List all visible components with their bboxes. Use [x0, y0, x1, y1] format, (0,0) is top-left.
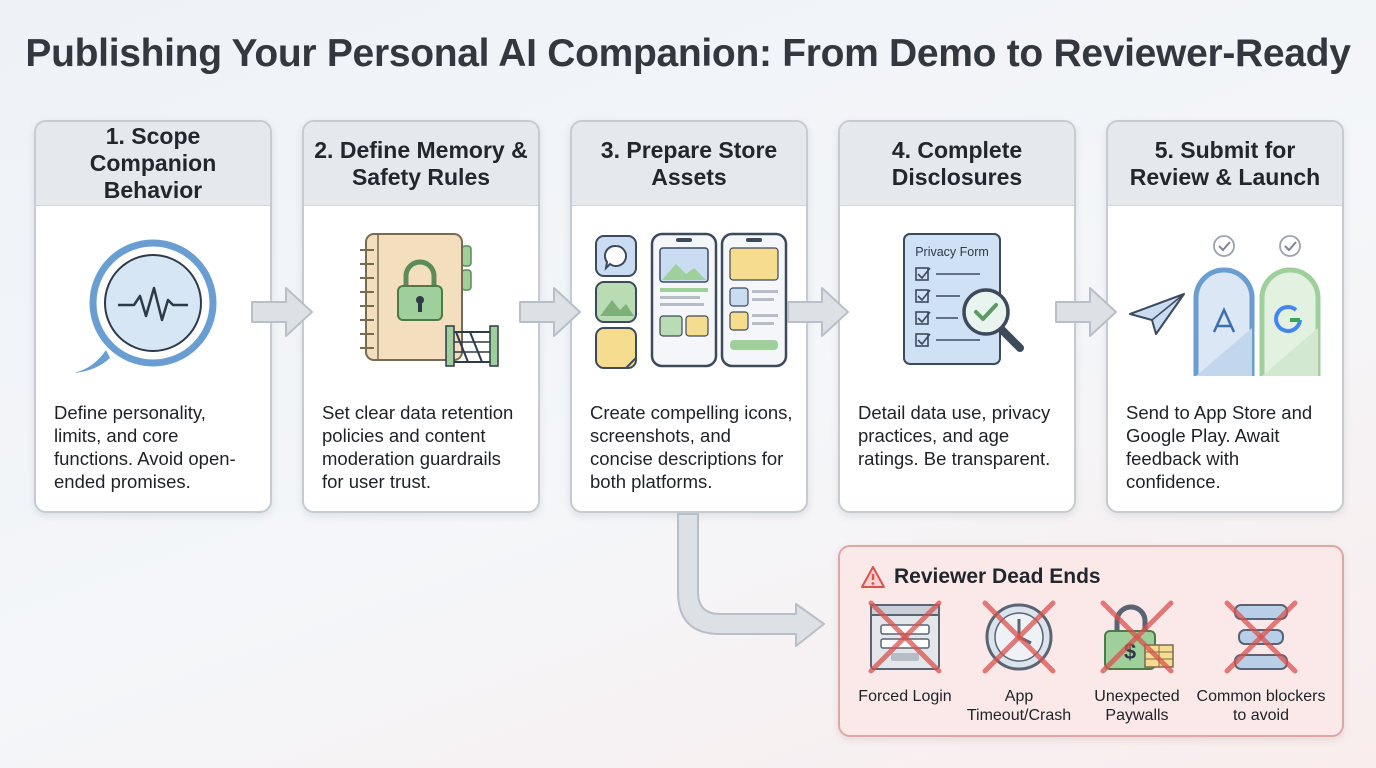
dead-end-label: Forced Login [858, 688, 952, 705]
page-title: Publishing Your Personal AI Companion: F… [25, 32, 1351, 75]
step-description: Detail data use, privacy practices, and … [858, 402, 1051, 469]
dead-end-label: Common blockers to avoid [1196, 688, 1326, 724]
step-card-submit-launch: 5. Submit for Review & Launch Send to Ap… [1106, 120, 1344, 513]
dead-ends-heading: Reviewer Dead Ends [894, 565, 1101, 588]
form-title: Privacy Form [915, 245, 989, 259]
dead-end-item: $ Unexpected Paywalls [1072, 597, 1202, 725]
step-heading: 1. Scope Companion Behavior [36, 122, 270, 206]
dead-end-item: Forced Login [840, 597, 970, 706]
dead-end-item: App Timeout/Crash [954, 597, 1084, 725]
step-card-disclosures: 4. Complete Disclosures Privacy Form Det… [838, 120, 1076, 513]
locked-notebook-icon [304, 208, 538, 398]
blocker-crossed-icon [1224, 600, 1298, 674]
reviewer-dead-ends-panel: Reviewer Dead Ends Forced Login App Time… [838, 545, 1344, 737]
chat-waveform-icon [36, 208, 270, 398]
login-form-crossed-icon [868, 600, 942, 674]
submit-stores-icon [1108, 208, 1342, 398]
step-card-scope: 1. Scope Companion Behavior Define perso… [34, 120, 272, 513]
step-description: Set clear data retention policies and co… [322, 402, 514, 492]
step-description: Define personality, limits, and core fun… [54, 402, 236, 492]
step-heading: 3. Prepare Store Assets [572, 122, 806, 206]
warning-icon [861, 566, 885, 588]
dead-end-label: App Timeout/Crash [966, 688, 1072, 724]
branch-arrow [677, 513, 825, 647]
flow-arrow [787, 287, 849, 337]
flow-arrow [1055, 287, 1117, 337]
phone-screenshots-icon [572, 208, 806, 398]
step-card-memory-safety: 2. Define Memory & Safety Rules [302, 120, 540, 513]
step-heading: 5. Submit for Review & Launch [1108, 122, 1342, 206]
paywall-crossed-icon: $ [1100, 600, 1174, 674]
step-description: Create compelling icons, screenshots, an… [590, 402, 793, 492]
step-description: Send to App Store and Google Play. Await… [1126, 402, 1313, 492]
step-heading: 2. Define Memory & Safety Rules [304, 122, 538, 206]
flow-arrow [251, 287, 313, 337]
step-heading: 4. Complete Disclosures [840, 122, 1074, 206]
flow-arrow [519, 287, 581, 337]
dead-end-item: Common blockers to avoid [1196, 597, 1326, 725]
privacy-form-icon: Privacy Form [840, 208, 1074, 398]
clock-crossed-icon [982, 600, 1056, 674]
dead-end-label: Unexpected Paywalls [1094, 688, 1180, 724]
step-card-store-assets: 3. Prepare Store Assets [570, 120, 808, 513]
